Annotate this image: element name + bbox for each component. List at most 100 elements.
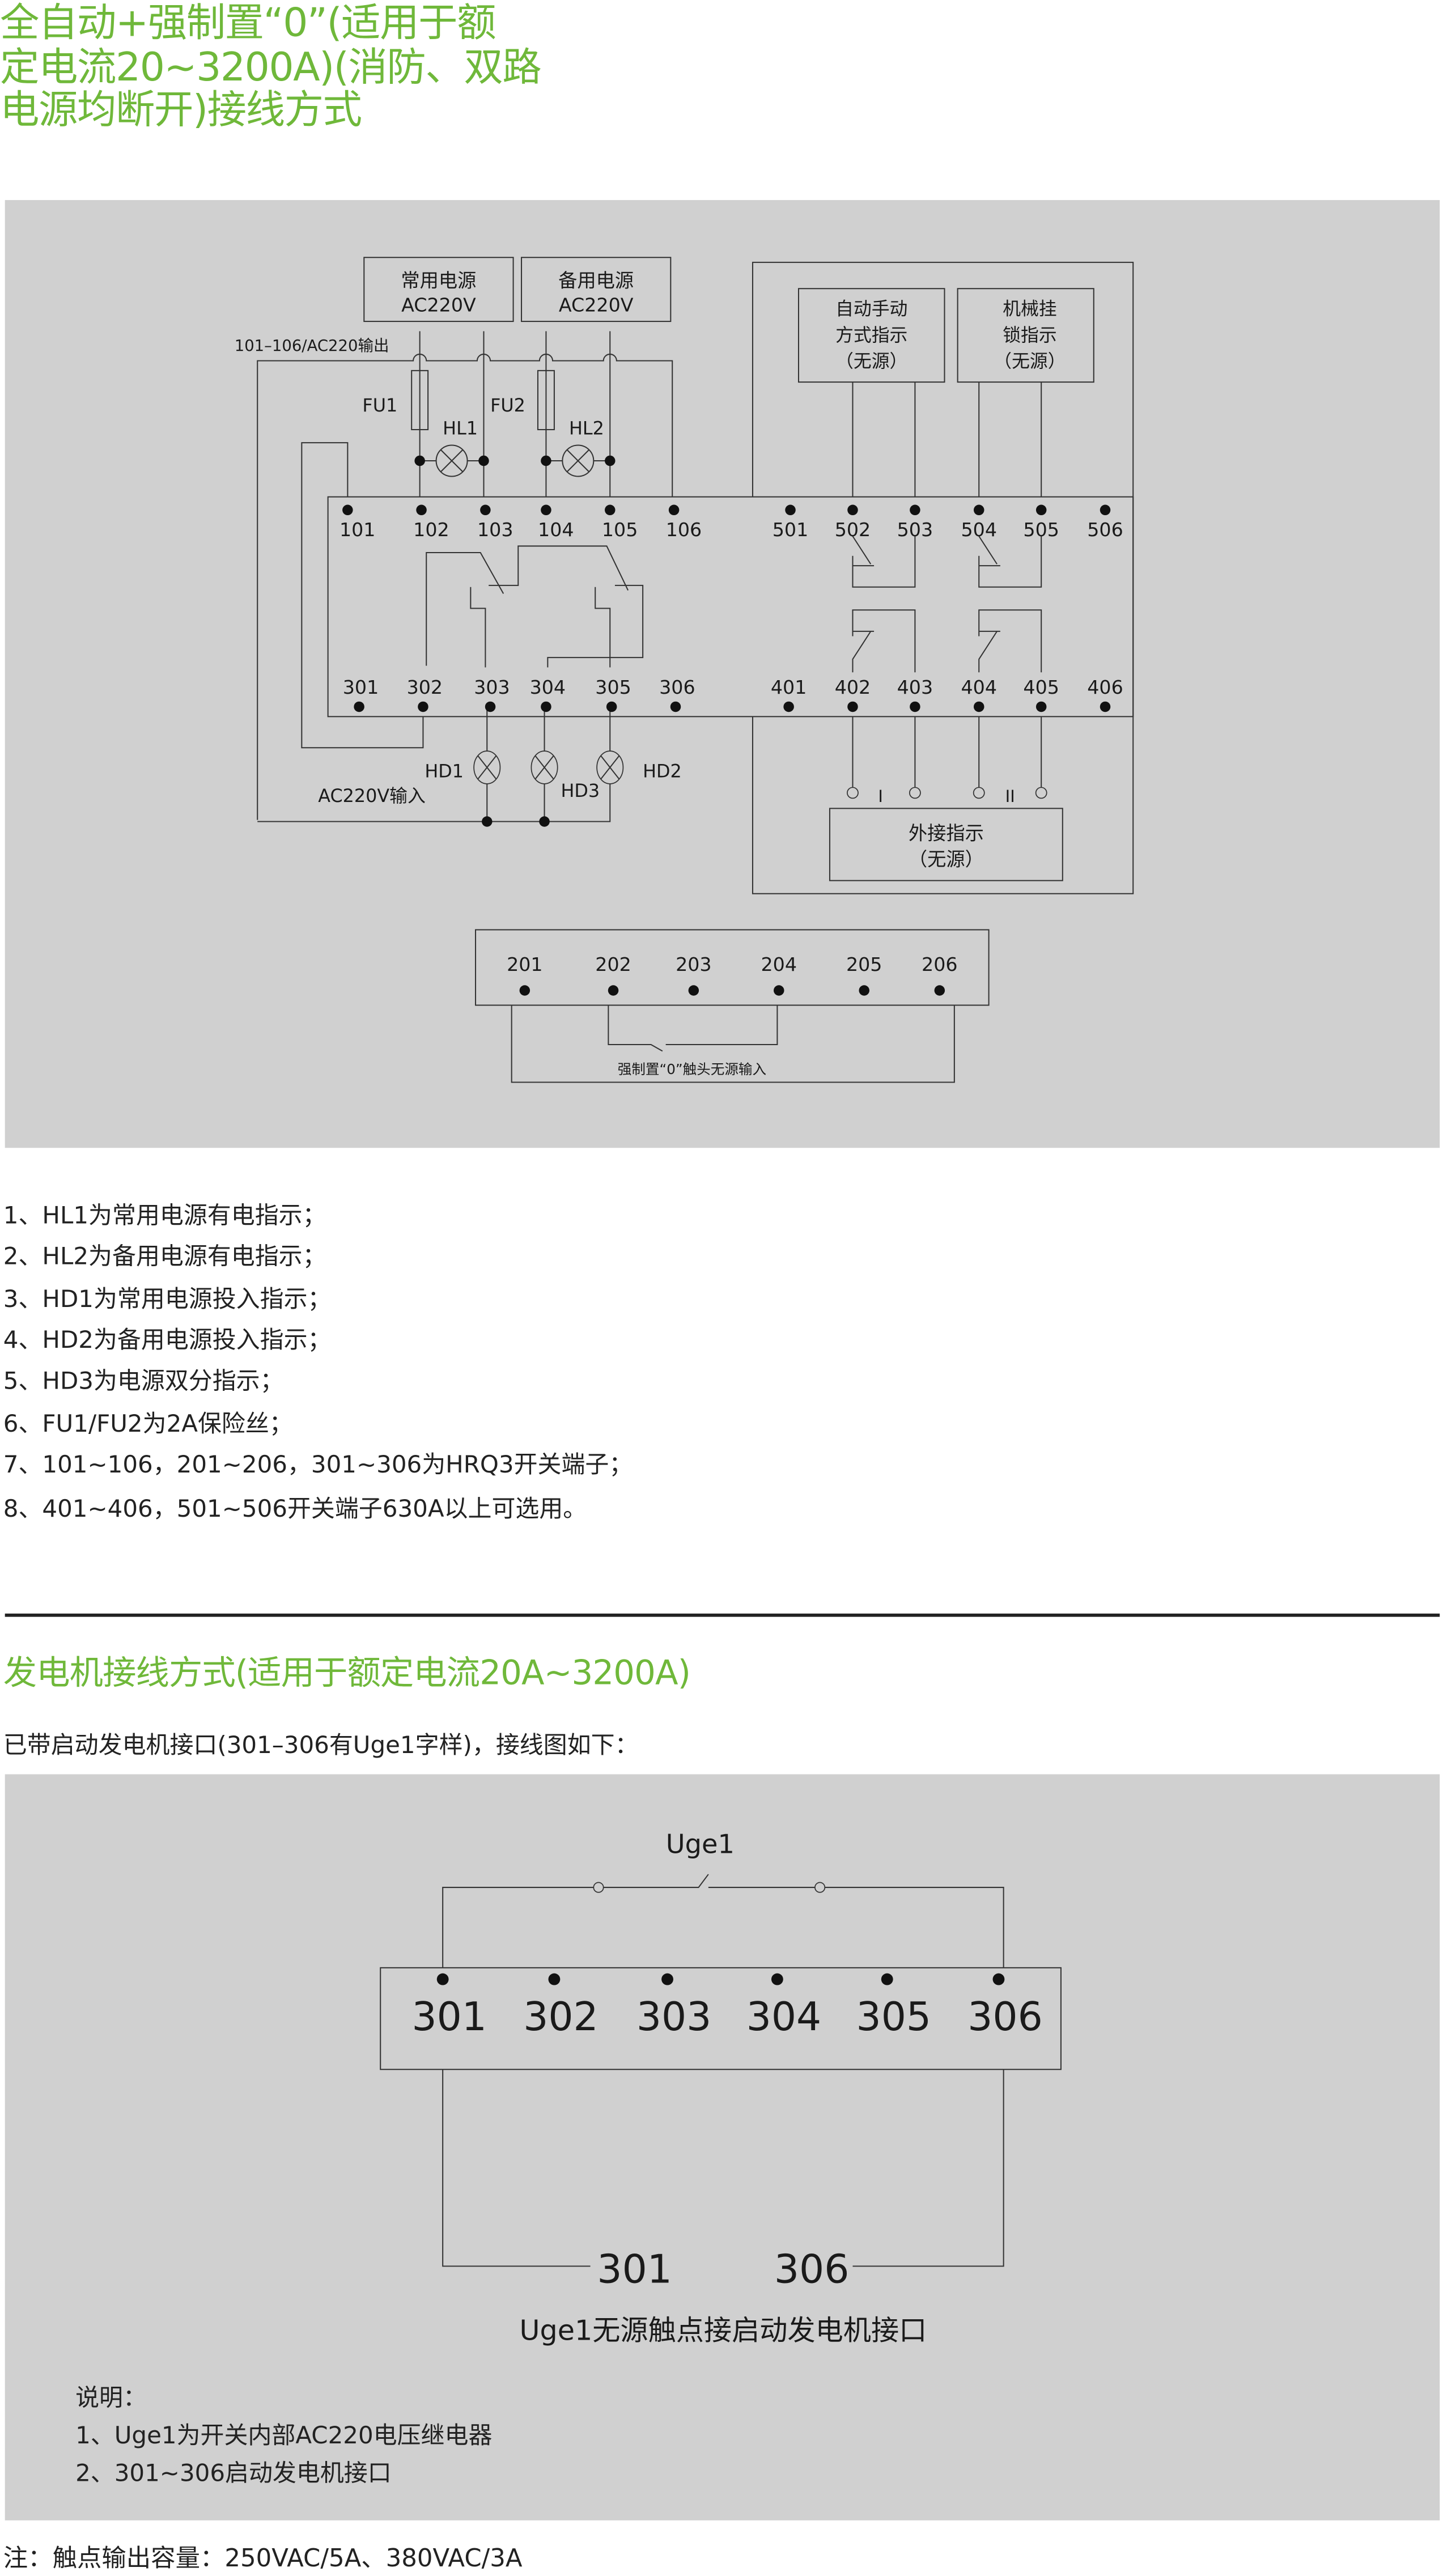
terminal-dot [934,985,945,996]
explanation-title: 说明： [75,2386,147,2412]
terminal-label: 105 [602,519,638,541]
diagram2-caption: Uge1无源触点接启动发电机接口 [519,2314,927,2347]
terminal-label: 205 [846,953,882,975]
terminal-dot [480,504,491,516]
terminal-dot [973,504,984,516]
terminal-dot [519,985,530,996]
contact-ring [593,1882,604,1893]
title-line: 全自动+强制置“0”(适用于额 [0,0,496,46]
terminal-dot [785,504,796,516]
terminal-label: 203 [676,953,712,975]
terminal-dot [541,701,551,712]
output-306-label: 306 [774,2247,850,2292]
terminal-dot [910,701,920,712]
loop-wire-101-302 [301,442,424,749]
fuse-fu2 [537,370,555,431]
note-item: 3、HD1为常用电源投入指示； [3,1286,332,1313]
normal-source-voltage: AC220V [401,294,476,316]
auto-manual-label: 方式指示 [835,324,907,346]
terminal-label: 306 [967,1994,1043,2040]
terminal-dot [1035,504,1047,516]
fu2-label: FU2 [490,394,525,416]
terminal-label: 302 [523,1994,599,2040]
terminal-dot [992,1973,1005,1985]
terminal-label: 206 [922,953,957,975]
terminal-dot [973,701,984,712]
note-item: 5、HD3为电源双分指示； [3,1369,284,1396]
external-label: 外接指示 [909,822,984,844]
terminal-dot [661,1973,673,1985]
terminal-dot [342,504,353,516]
terminal-label: 405 [1023,676,1059,698]
terminal-dot [436,1973,449,1985]
terminal-label: 204 [761,953,797,975]
generator-terminal-block [380,1967,1062,2070]
terminal-label: 305 [856,1994,932,2040]
auto-manual-label: （无源） [835,350,907,372]
terminal-dot [670,701,681,712]
terminal-label: 303 [474,676,510,698]
source-wires [419,331,611,497]
lock-label: 锁指示 [1003,324,1056,346]
note-item: 2、HL2为备用电源有电指示； [3,1245,326,1272]
hd1-label: HD1 [425,760,464,782]
diagram1-panel [5,200,1440,1148]
indicator-wires [852,382,1042,497]
terminal-label: 506 [1087,519,1123,541]
contact-ring [814,1882,826,1893]
terminal-dot [847,701,858,712]
explanation: 说明： 1、Uge1为开关内部AC220电压继电器 2、301~306启动发电机… [75,2381,492,2494]
hd-wires [257,706,611,822]
relay-label: Uge1 [666,1828,735,1859]
fu1-label: FU1 [362,394,397,416]
terminal-dot [418,701,428,712]
explanation-item: 2、301~306启动发电机接口 [75,2461,392,2488]
terminal-dot [548,1973,561,1985]
terminal-dot [771,1973,783,1985]
terminal-dot [881,1973,893,1985]
terminal-dot [859,985,869,996]
terminal-label: 505 [1023,519,1059,541]
output-301-label: 301 [597,2247,672,2292]
note-item: 1、HL1为常用电源有电指示； [3,1203,326,1230]
mechanical-lock-indicator-box [957,288,1094,383]
ac-input-label: AC220V输入 [318,785,426,807]
output-wire [257,354,673,820]
section2-subtitle: 已带启动发电机接口(301–306有Uge1字样)，接线图如下： [3,1733,639,1760]
terminal-label: 302 [407,676,443,698]
backup-source-box [521,257,672,322]
lamp-hl1-icon [435,444,468,477]
wiring-diagram-1: 常用电源 AC220V 备用电源 AC220V 101–106/AC220输出 … [235,257,1134,1083]
section-divider [5,1613,1440,1616]
lamp-hd3-icon [530,750,558,784]
lamp-hl2-icon [562,444,595,477]
terminal-dot [485,701,496,712]
terminal-dot [1100,504,1111,516]
terminal-label: 202 [595,953,631,975]
terminal-dot [688,985,699,996]
mark-i: I [878,787,883,806]
terminal-label: 402 [835,676,871,698]
terminal-label: 102 [413,519,449,541]
terminal-label: 104 [538,519,574,541]
terminal-dot [608,985,619,996]
terminal-dot [1100,701,1111,712]
terminal-label: 304 [746,1994,822,2040]
lock-label: （无源） [994,350,1066,372]
terminal-label: 301 [411,1994,487,2040]
hl1-label: HL1 [443,418,478,439]
fuse-fu1 [411,370,429,431]
auto-manual-label: 自动手动 [835,298,907,319]
terminal-label: 303 [636,1994,712,2040]
force-zero-wires [511,1005,955,1083]
hl2-label: HL2 [569,418,604,439]
terminal-label: 305 [595,676,631,698]
terminal-dot [416,504,427,516]
terminal-label: 106 [666,519,702,541]
terminal-block-201 [475,929,990,1006]
terminal-strip [327,496,1134,718]
terminal-label: 403 [897,676,933,698]
external-wires [852,716,1042,787]
hd3-label: HD3 [561,780,600,801]
